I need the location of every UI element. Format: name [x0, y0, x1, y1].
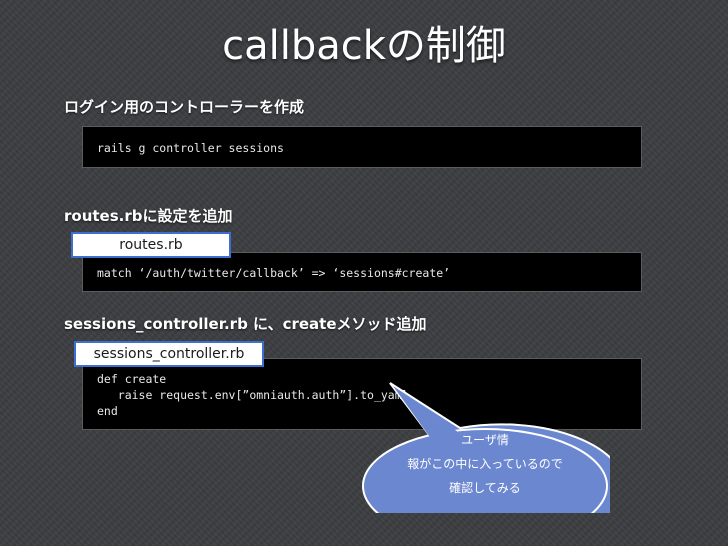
section-heading-routes: routes.rbに設定を追加 — [64, 207, 233, 225]
section-heading-create-controller: ログイン用のコントローラーを作成 — [64, 98, 305, 116]
file-label-sessions-controller: sessions_controller.rb — [74, 341, 264, 367]
code-block-generate-controller: rails g controller sessions — [82, 126, 642, 168]
code-line: match ‘/auth/twitter/callback’ => ‘sessi… — [97, 266, 451, 280]
code-block-sessions-controller: def create raise request.env[”omniauth.a… — [82, 358, 642, 430]
code-line: end — [97, 404, 118, 418]
speech-bubble-shape — [362, 382, 610, 513]
code-block-routes: match ‘/auth/twitter/callback’ => ‘sessi… — [82, 252, 642, 292]
callout-text: ユーザ情 報がこの中に入っているので 確認してみる — [360, 428, 610, 500]
callout-line: ユーザ情 — [461, 433, 509, 447]
file-label-routes: routes.rb — [71, 232, 231, 258]
speech-bubble-callout: ユーザ情 報がこの中に入っているので 確認してみる — [360, 378, 610, 513]
speech-bubble-body — [362, 428, 608, 513]
callout-line: 報がこの中に入っているので — [407, 457, 563, 471]
code-line: def create — [97, 372, 167, 386]
speech-bubble-tail-fill — [393, 386, 458, 440]
code-line: raise request.env[”omniauth.auth”].to_ya… — [97, 388, 409, 402]
section-heading-sessions-controller: sessions_controller.rb に、createメソッド追加 — [64, 315, 427, 333]
callout-line: 確認してみる — [449, 481, 521, 495]
code-line: rails g controller sessions — [97, 141, 284, 155]
slide-title: callbackの制御 — [222, 23, 506, 69]
